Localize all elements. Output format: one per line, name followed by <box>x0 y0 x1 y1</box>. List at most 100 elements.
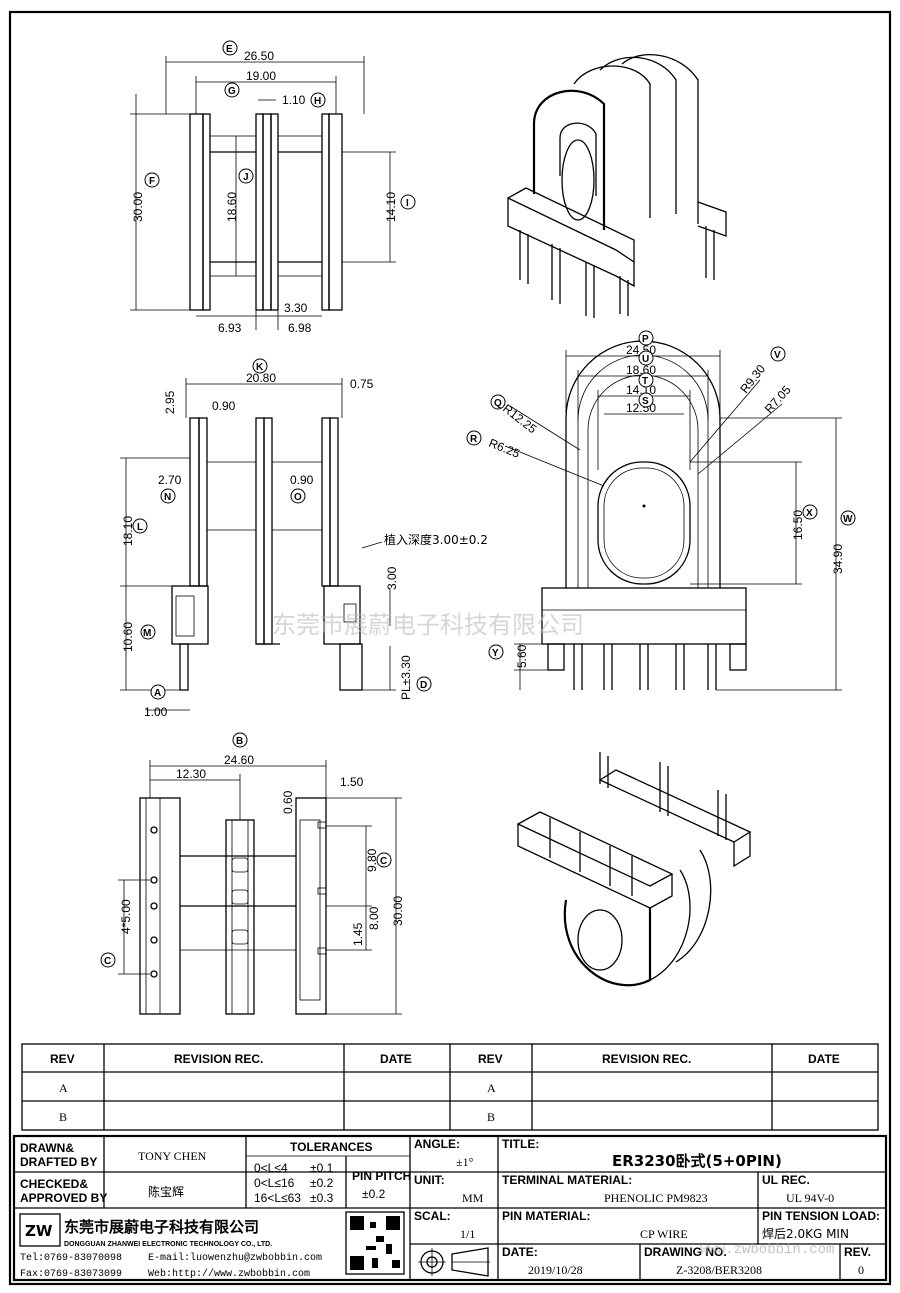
bubble-g: G <box>228 86 236 97</box>
pin-pitch-label: PIN PITCH <box>352 1169 411 1183</box>
rev-label: REV. <box>844 1245 871 1259</box>
bubble-k: K <box>256 362 264 373</box>
rev-row-a-2: A <box>487 1081 496 1095</box>
drawn-label-2: DRAFTED BY <box>20 1155 97 1169</box>
dim-4x5-00: 4*5.00 <box>119 899 133 934</box>
watermark-url: www.zwbobbin.com <box>700 1242 834 1258</box>
date-label: DATE: <box>502 1245 538 1259</box>
bubble-v: V <box>774 350 781 361</box>
bubble-p: P <box>642 334 649 345</box>
dim-14-10: 14.10 <box>384 192 398 222</box>
dim-24-60: 24.60 <box>224 753 254 767</box>
tol-range-1: 0<L≤4 <box>254 1161 288 1175</box>
drawing-no-value: Z-3208/BER3208 <box>676 1263 762 1277</box>
tel: Tel:0769-83070098 <box>20 1252 122 1264</box>
dim-9-80: 9.80 <box>365 848 379 872</box>
terminal-value: PHENOLIC PM9823 <box>604 1191 708 1205</box>
tol-value-1: ±0.1 <box>310 1161 334 1175</box>
dim-6-93: 6.93 <box>218 321 242 335</box>
revision-table <box>21 1043 879 1131</box>
pin-pitch-value: ±0.2 <box>362 1187 386 1201</box>
callout-bubbles: E G H F J I K L N O M A D P U T S Q R V … <box>100 40 856 968</box>
qr-code-icon <box>345 1211 405 1275</box>
bubble-s: S <box>642 396 649 407</box>
bottom-view <box>118 760 402 1015</box>
top-view <box>130 56 396 330</box>
checked-label-1: CHECKED& <box>20 1177 88 1191</box>
pin-material-label: PIN MATERIAL: <box>502 1209 590 1223</box>
bubble-e: E <box>226 44 233 55</box>
dim-pl-3-30: PL±3.30 <box>399 655 413 700</box>
side-view <box>120 378 396 711</box>
pin-material-value: CP WIRE <box>640 1227 688 1241</box>
bubble-h: H <box>314 96 321 107</box>
bubble-c1: C <box>380 856 387 867</box>
terminal-label: TERMINAL MATERIAL: <box>502 1173 632 1187</box>
drawn-label-1: DRAWN& <box>20 1141 74 1155</box>
email: E-mail:luowenzhu@zwbobbin.com <box>148 1252 322 1264</box>
date-header-2: DATE <box>808 1052 840 1066</box>
dim-16-50: 16.50 <box>791 510 805 540</box>
rev-value: 0 <box>858 1263 864 1277</box>
dim-18-10: 18.10 <box>121 516 135 546</box>
angle-value: ±1° <box>456 1155 474 1169</box>
dim-30-00-bottom: 30.00 <box>391 896 405 926</box>
dim-1-00: 1.00 <box>144 705 168 719</box>
title-label: TITLE: <box>502 1137 539 1151</box>
dim-34-90: 34.90 <box>831 544 845 574</box>
dim-26-50: 26.50 <box>244 49 274 63</box>
bubble-l: L <box>137 522 143 533</box>
drawing-no-label: DRAWING NO. <box>644 1245 727 1259</box>
dim-r6-25: R6.25 <box>487 436 522 461</box>
bubble-c2: C <box>104 956 111 967</box>
rev-row-a-1: A <box>59 1081 68 1095</box>
dim-r9-30: R9.30 <box>737 362 768 396</box>
tension-label: PIN TENSION LOAD: <box>762 1209 880 1223</box>
dim-1-10: 1.10 <box>282 93 306 107</box>
sheet-border <box>8 10 892 1286</box>
angle-label: ANGLE: <box>414 1137 460 1151</box>
company-name-cn: 东莞市展蔚电子科技有限公司 <box>64 1218 259 1236</box>
dim-1-50: 1.50 <box>340 775 364 789</box>
company-logo <box>19 1213 61 1247</box>
bubble-m: M <box>143 628 151 639</box>
bubble-j: J <box>243 172 249 183</box>
watermark-text: 东莞市展蔚电子科技有限公司 <box>272 611 584 639</box>
tension-value: 焊后2.0KG MIN <box>762 1226 849 1241</box>
dim-8-00: 8.00 <box>367 906 381 930</box>
tol-range-2: 0<L≤16 <box>254 1176 295 1190</box>
bubble-u: U <box>642 354 649 365</box>
company-name-en: DONGGUAN ZHANWEI ELECTRONIC TECHNOLOGY C… <box>64 1241 272 1248</box>
dim-3-00: 3.00 <box>385 566 399 590</box>
bubble-n: N <box>164 492 171 503</box>
checked-value: 陈宝辉 <box>148 1184 184 1199</box>
tolerances-label: TOLERANCES <box>290 1140 372 1154</box>
bubble-d: D <box>420 680 427 691</box>
bubble-r: R <box>470 434 478 445</box>
dim-0-75: 0.75 <box>350 377 374 391</box>
iso-view-top <box>507 54 727 318</box>
tol-value-3: ±0.3 <box>310 1191 334 1205</box>
unit-label: UNIT: <box>414 1173 445 1187</box>
bubble-x: X <box>806 508 813 519</box>
rev-row-b-1: B <box>59 1110 67 1124</box>
rev-header-2: REV <box>478 1052 503 1066</box>
tol-value-2: ±0.2 <box>310 1176 334 1190</box>
bubble-i: I <box>406 198 409 209</box>
checked-label-2: APPROVED BY <box>20 1191 107 1205</box>
unit-value: MM <box>462 1191 484 1205</box>
revision-header-2: REVISION REC. <box>602 1052 691 1066</box>
dim-r12-25: R12.25 <box>500 401 539 436</box>
web: Web:http://www.zwbobbin.com <box>148 1268 310 1280</box>
dim-19-00: 19.00 <box>246 69 276 83</box>
ul-label: UL REC. <box>762 1173 810 1187</box>
title-block: ZW <box>12 1134 888 1282</box>
bubble-f: F <box>149 176 155 187</box>
scale-label: SCAL: <box>414 1209 451 1223</box>
dim-10-60: 10.60 <box>121 622 135 652</box>
iso-view-bottom <box>516 752 752 987</box>
rev-header-1: REV <box>50 1052 75 1066</box>
drawn-value: TONY CHEN <box>138 1149 207 1163</box>
dim-2-95: 2.95 <box>163 390 177 414</box>
dim-1-45: 1.45 <box>351 922 365 946</box>
